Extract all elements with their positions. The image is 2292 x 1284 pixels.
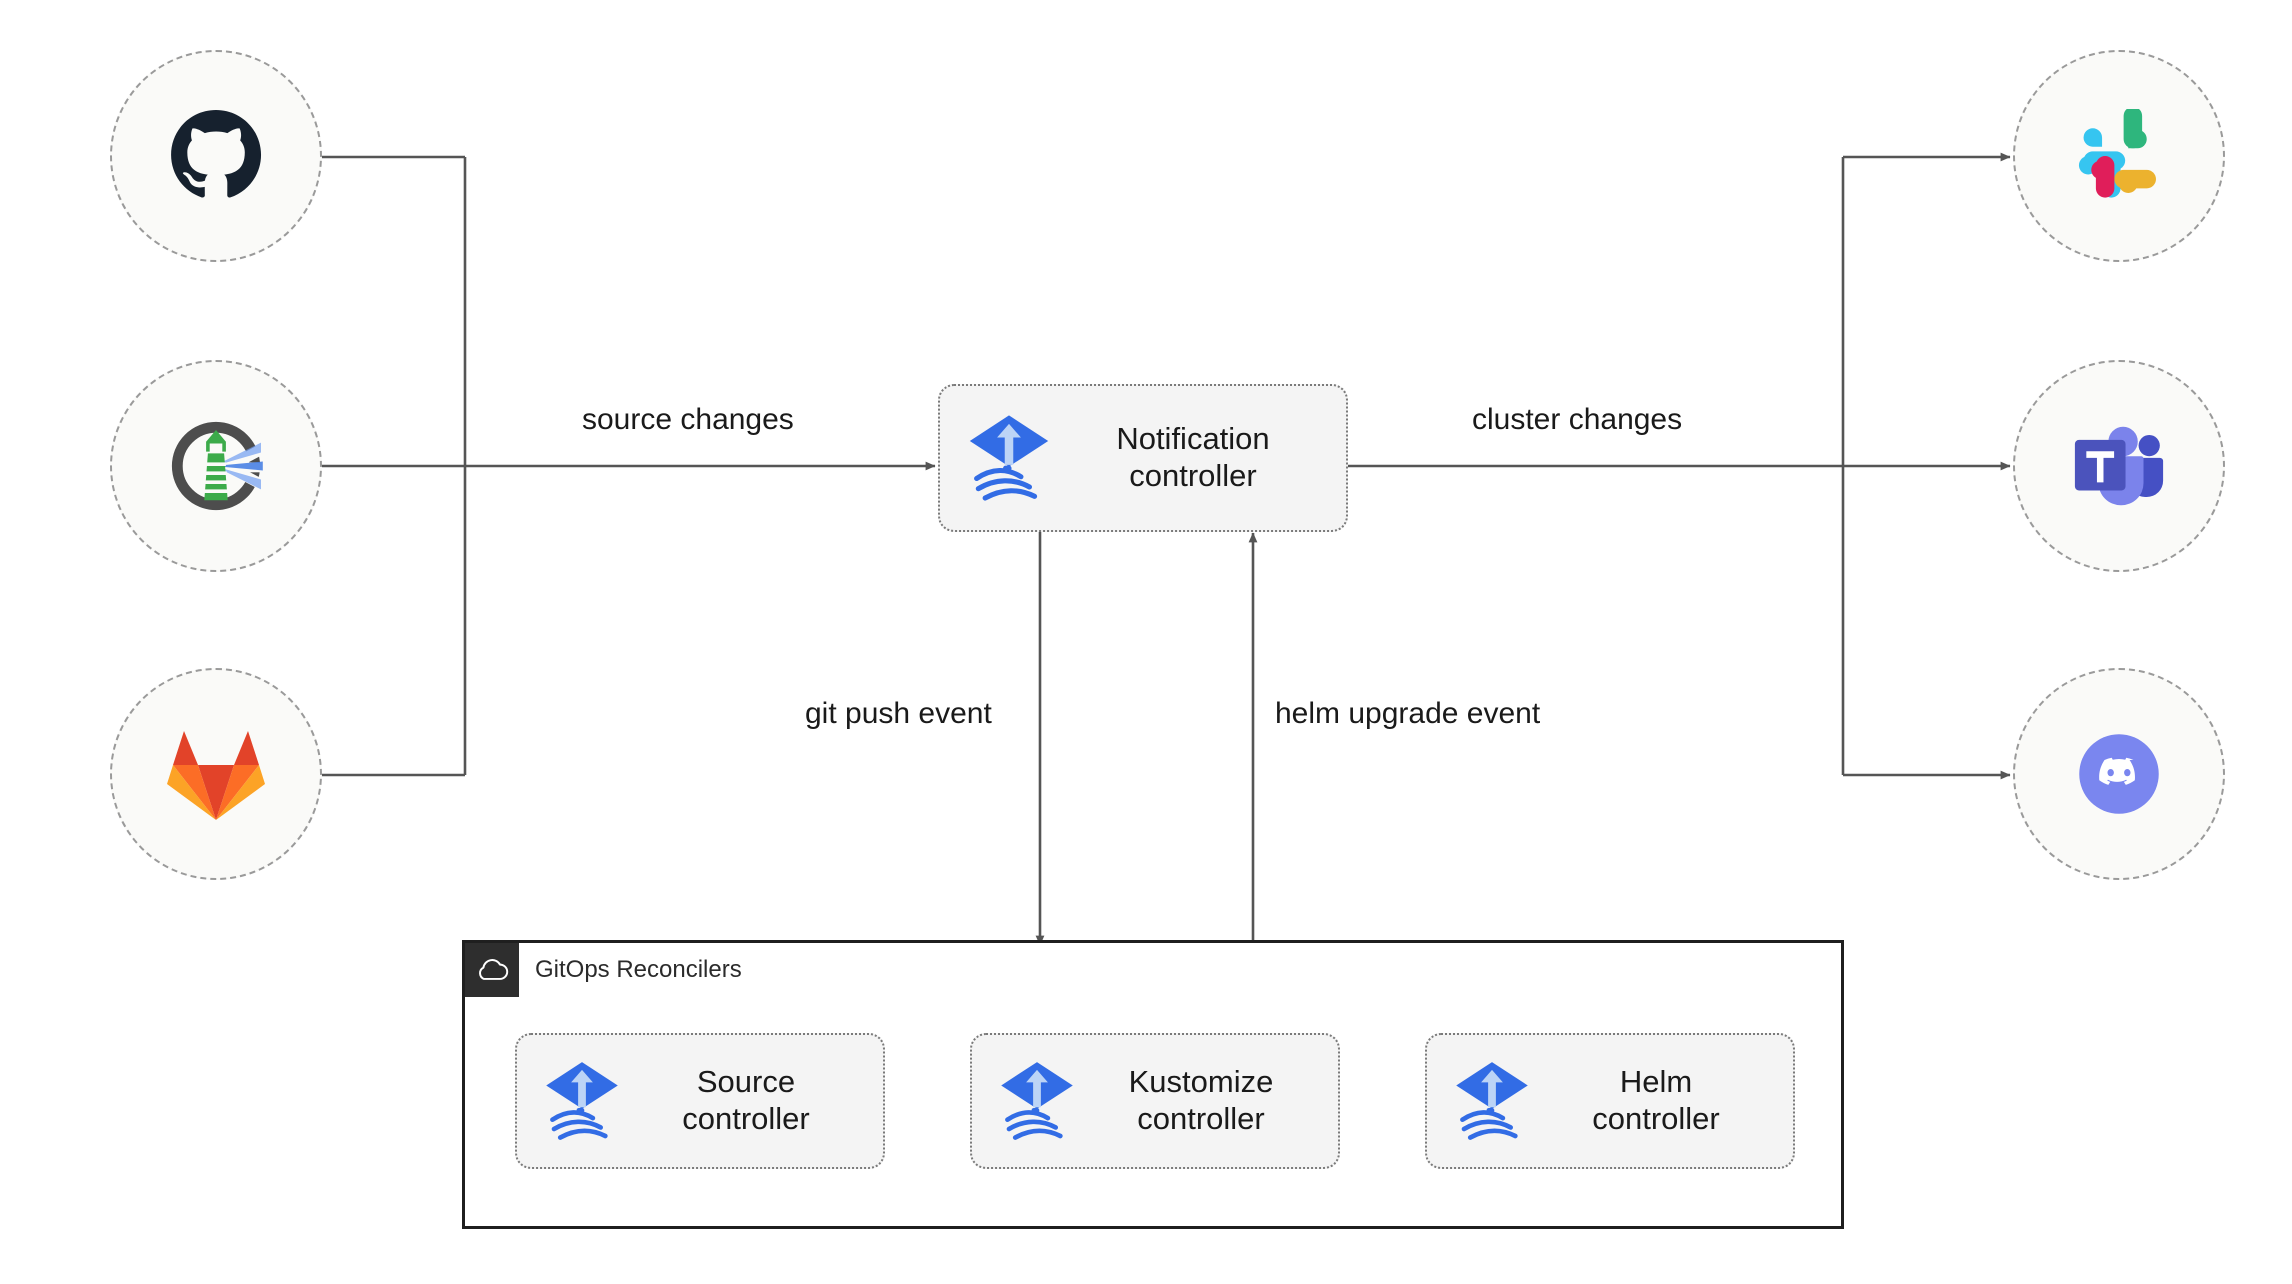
notification-controller-label: Notification controller: [1116, 421, 1270, 493]
destination-node-discord[interactable]: [2013, 668, 2225, 880]
edge-label-source-changes: source changes: [572, 403, 804, 437]
edge-label-helm-upgrade-event: helm upgrade event: [1265, 697, 1551, 731]
source-controller-box[interactable]: Source controller: [515, 1033, 885, 1169]
gitlab-icon: [166, 726, 266, 822]
notification-controller-box[interactable]: Notification controller: [938, 384, 1348, 532]
github-icon: [168, 108, 264, 204]
destination-node-slack[interactable]: [2013, 50, 2225, 262]
flux-icon: [966, 412, 1052, 504]
flux-icon: [543, 1059, 621, 1143]
teams-icon: [2070, 420, 2168, 512]
source-node-gitlab[interactable]: [110, 668, 322, 880]
destination-node-teams[interactable]: [2013, 360, 2225, 572]
flux-icon: [1453, 1059, 1531, 1143]
slack-icon: [2072, 109, 2166, 203]
kustomize-controller-label: Kustomize controller: [1128, 1064, 1274, 1136]
edge-label-git-push-event: git push event: [795, 697, 1002, 731]
gitops-reconcilers-titlebar: GitOps Reconcilers: [465, 943, 742, 997]
discord-icon: [2066, 721, 2172, 827]
source-node-flux-lighthouse[interactable]: [110, 360, 322, 572]
source-controller-label: Source controller: [682, 1064, 810, 1136]
gitops-reconcilers-title: GitOps Reconcilers: [535, 956, 742, 983]
lighthouse-icon: [162, 412, 270, 520]
helm-controller-box[interactable]: Helm controller: [1425, 1033, 1795, 1169]
cloud-icon: [465, 943, 519, 997]
flux-icon: [998, 1059, 1076, 1143]
edge-label-cluster-changes: cluster changes: [1462, 403, 1693, 437]
kustomize-controller-box[interactable]: Kustomize controller: [970, 1033, 1340, 1169]
source-node-github[interactable]: [110, 50, 322, 262]
helm-controller-label: Helm controller: [1592, 1064, 1720, 1136]
gitops-reconcilers-group[interactable]: GitOps Reconcilers Source controller: [462, 940, 1844, 1229]
